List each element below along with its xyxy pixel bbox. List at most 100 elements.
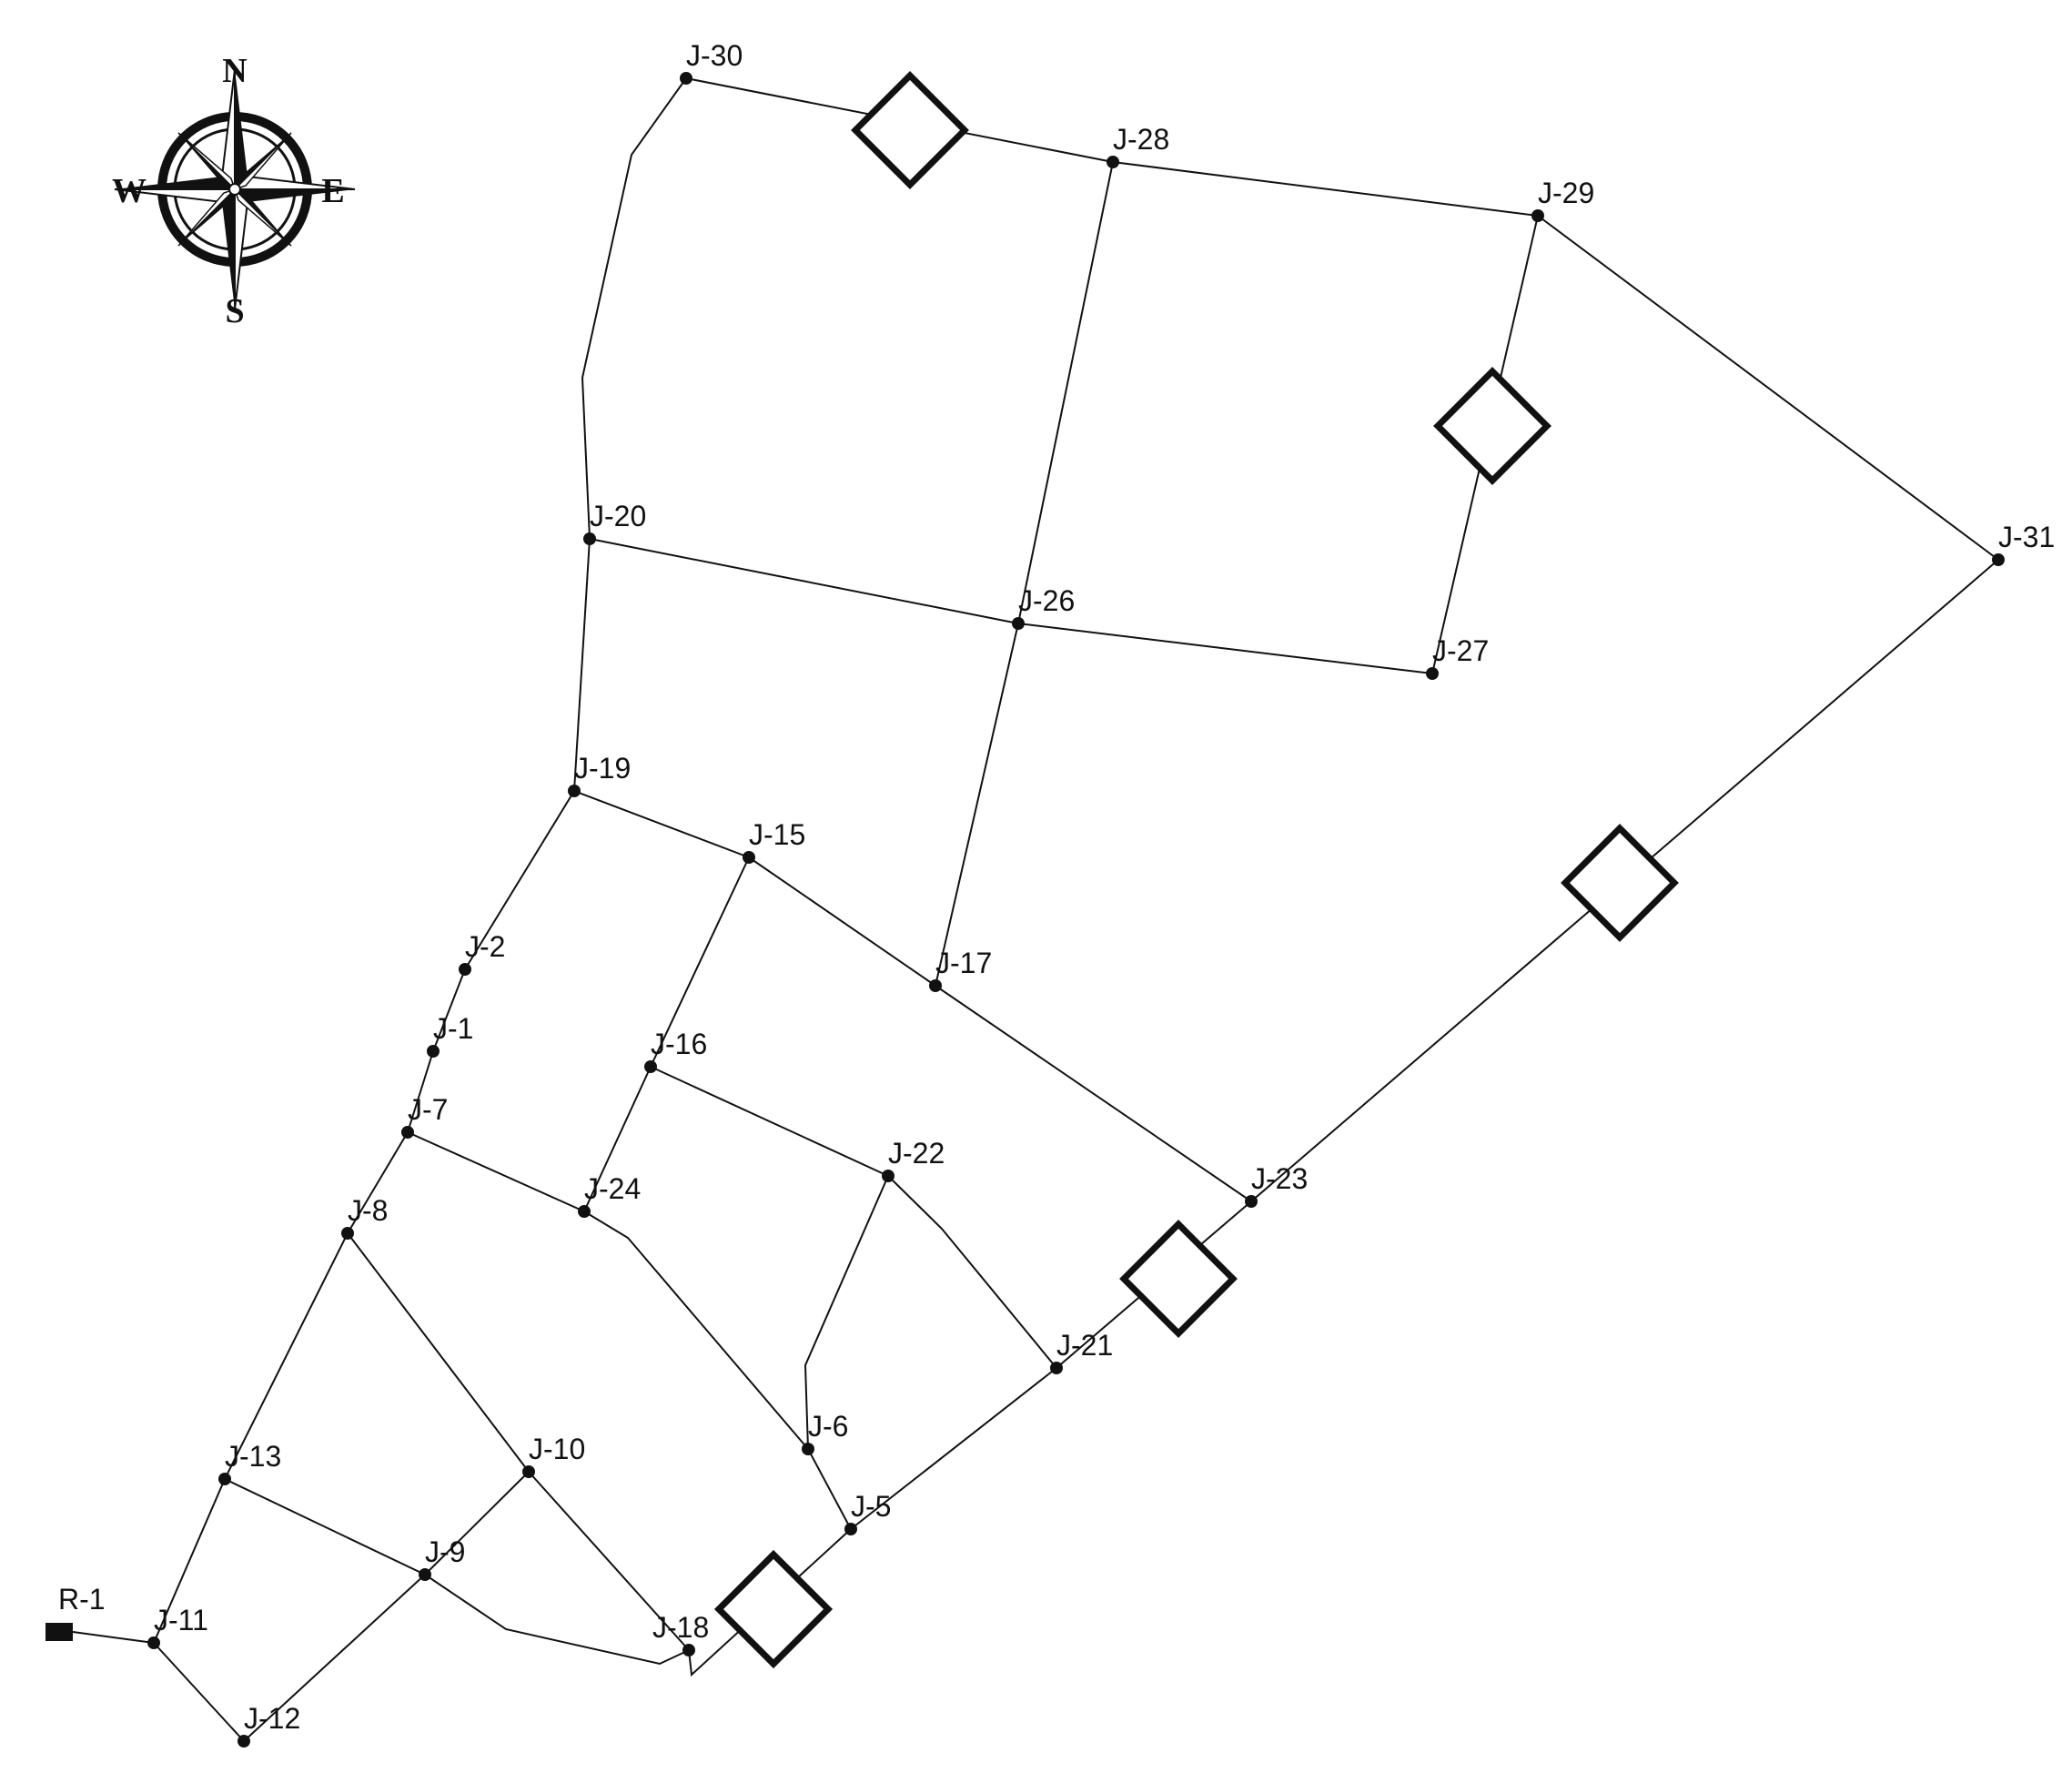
junction-node: [743, 851, 755, 864]
reservoir-label: R-1: [58, 1583, 106, 1616]
junction-j-19[interactable]: J-19: [568, 752, 631, 797]
junction-j-13[interactable]: J-13: [218, 1440, 281, 1485]
pipe-j-10-j-18[interactable]: [528, 1471, 690, 1651]
pipe-j-9-j-10[interactable]: [424, 1471, 530, 1575]
reservoir-icon: [45, 1623, 73, 1641]
junction-node: [680, 72, 692, 85]
pipe-j-13-j-8[interactable]: [224, 1232, 349, 1480]
junction-j-7[interactable]: J-7: [401, 1093, 448, 1139]
pipe-j-26-j-27[interactable]: [1017, 623, 1433, 674]
junction-node: [1992, 553, 2005, 566]
junction-node: [1050, 1362, 1063, 1374]
valve-2[interactable]: [1433, 367, 1551, 485]
pipe-j-15-j-19[interactable]: [573, 790, 750, 858]
reservoir-r-1[interactable]: R-1: [45, 1583, 106, 1641]
pipe-j-2-j-19[interactable]: [464, 790, 575, 970]
pipe-j-24-j-6[interactable]: [583, 1211, 809, 1450]
pipe-j-1-j-2[interactable]: [432, 968, 466, 1052]
valve-3[interactable]: [1561, 824, 1679, 942]
junction-node: [1531, 209, 1544, 222]
compass-rose: N S E W: [112, 52, 356, 330]
valve-4[interactable]: [1119, 1220, 1238, 1338]
pipe-j-12-j-9[interactable]: [243, 1574, 426, 1742]
valve-1[interactable]: [851, 71, 969, 189]
junction-label: J-7: [408, 1093, 448, 1126]
compass-star-icon: [114, 68, 356, 310]
junction-j-5[interactable]: J-5: [844, 1490, 891, 1535]
junction-j-16[interactable]: J-16: [644, 1028, 707, 1073]
junction-j-30[interactable]: J-30: [680, 39, 743, 85]
junction-j-29[interactable]: J-29: [1531, 177, 1594, 222]
junction-node: [238, 1735, 250, 1748]
junction-node: [218, 1473, 231, 1485]
pipe-j-22-j-6[interactable]: [804, 1175, 889, 1450]
junction-j-28[interactable]: J-28: [1107, 123, 1169, 168]
junction-node: [802, 1443, 814, 1455]
pipe-j-11-j-13[interactable]: [153, 1478, 226, 1644]
junction-node: [459, 963, 471, 976]
junction-node: [427, 1045, 440, 1058]
junction-label: J-17: [935, 947, 992, 979]
junction-label: J-15: [749, 818, 805, 851]
junction-j-21[interactable]: J-21: [1050, 1329, 1113, 1374]
junction-j-20[interactable]: J-20: [583, 500, 646, 545]
junction-node: [844, 1523, 857, 1535]
junction-j-12[interactable]: J-12: [238, 1702, 300, 1748]
pipe-j-23-j-17[interactable]: [935, 985, 1252, 1202]
junction-node: [929, 979, 942, 992]
valve-6[interactable]: [714, 1550, 833, 1668]
junction-j-2[interactable]: J-2: [459, 930, 505, 976]
junction-label: J-9: [425, 1535, 465, 1568]
junction-j-24[interactable]: J-24: [578, 1172, 641, 1218]
pipe-j-9-j-18[interactable]: [424, 1574, 690, 1666]
pipe-j-7-j-24[interactable]: [407, 1131, 585, 1212]
junction-j-26[interactable]: J-26: [1012, 584, 1075, 630]
pipe-j-26-j-28[interactable]: [1017, 161, 1114, 624]
pipe-j-20-j-26[interactable]: [589, 538, 1019, 624]
pipe-j-16-j-15[interactable]: [650, 856, 750, 1068]
junction-j-18[interactable]: J-18: [652, 1611, 709, 1656]
pipe-j-28-j-29[interactable]: [1112, 161, 1539, 217]
pipe-j-17-j-15[interactable]: [748, 856, 936, 987]
junction-node: [1245, 1195, 1258, 1208]
pipe-j-11-j-12[interactable]: [153, 1642, 245, 1742]
junction-j-15[interactable]: J-15: [743, 818, 805, 864]
pipes-layer: [72, 77, 1999, 1742]
pipe-j-5-j-21[interactable]: [850, 1367, 1057, 1530]
junction-label: J-8: [348, 1194, 388, 1227]
pipe-j-6-j-5[interactable]: [807, 1448, 852, 1530]
pipe-j-17-j-26[interactable]: [935, 623, 1019, 987]
junction-node: [522, 1465, 535, 1478]
pipe-j-8-j-10[interactable]: [347, 1232, 530, 1473]
pipe-j-8-j-7[interactable]: [347, 1131, 409, 1234]
junction-j-27[interactable]: J-27: [1426, 634, 1489, 680]
junction-j-23[interactable]: J-23: [1245, 1162, 1308, 1208]
junction-node: [1012, 617, 1025, 630]
pipe-j-20-j-30[interactable]: [581, 77, 687, 540]
pipe-j-7-j-1[interactable]: [407, 1050, 434, 1133]
junction-j-17[interactable]: J-17: [929, 947, 992, 992]
pipe-j-22-j-21[interactable]: [887, 1175, 1057, 1369]
junction-j-8[interactable]: J-8: [341, 1194, 388, 1240]
junction-node: [1107, 156, 1119, 168]
junction-label: J-18: [652, 1611, 709, 1644]
junction-j-1[interactable]: J-1: [427, 1012, 473, 1058]
junction-j-11[interactable]: J-11: [147, 1604, 208, 1649]
junction-node: [401, 1126, 414, 1139]
junction-j-31[interactable]: J-31: [1992, 521, 2055, 566]
junction-label: J-20: [590, 500, 646, 532]
junction-node: [583, 532, 596, 545]
junction-j-22[interactable]: J-22: [882, 1137, 945, 1182]
junction-j-9[interactable]: J-9: [419, 1535, 465, 1581]
pipe-r-1-j-11[interactable]: [72, 1631, 155, 1644]
junction-j-10[interactable]: J-10: [522, 1433, 585, 1478]
compass-north: N: [222, 52, 247, 90]
pipe-j-19-j-20[interactable]: [573, 538, 591, 792]
junction-label: J-11: [154, 1604, 208, 1636]
pipe-j-29-j-31[interactable]: [1537, 215, 1999, 561]
pipe-j-24-j-16[interactable]: [583, 1066, 652, 1212]
junction-node: [341, 1227, 354, 1240]
junction-j-6[interactable]: J-6: [802, 1410, 848, 1455]
pipe-j-13-j-9[interactable]: [224, 1478, 426, 1575]
pipe-j-16-j-22[interactable]: [650, 1066, 889, 1177]
